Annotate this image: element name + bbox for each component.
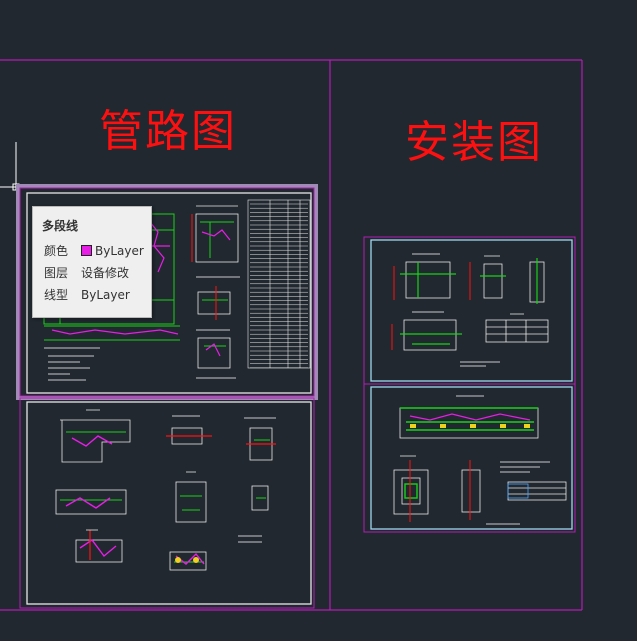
tooltip-row-linetype: 线型 ByLayer xyxy=(44,286,130,303)
sheet-installation-bottom[interactable] xyxy=(363,383,576,533)
object-properties-tooltip: 多段线 颜色 ByLayer 图层设备修改 线型 ByLayer xyxy=(32,206,152,318)
tooltip-layer-value: 设备修改 xyxy=(81,266,130,280)
tooltip-color-label: 颜色 xyxy=(44,244,69,258)
title-installation-diagram: 安装图 xyxy=(405,117,543,168)
tooltip-row-layer: 图层设备修改 xyxy=(44,264,129,281)
title-pipeline-diagram: 管路图 xyxy=(99,106,237,157)
tooltip-linetype-value: ByLayer xyxy=(81,288,130,302)
sheet-pipeline-bottom[interactable] xyxy=(19,397,315,609)
tooltip-linetype-label: 线型 xyxy=(44,288,69,302)
tooltip-object-type: 多段线 xyxy=(42,219,79,233)
color-swatch-icon xyxy=(81,245,92,256)
tooltip-layer-label: 图层 xyxy=(44,266,69,280)
tooltip-color-value: ByLayer xyxy=(95,244,144,258)
sheet-installation-top[interactable] xyxy=(363,236,576,385)
crosshair-cursor xyxy=(0,142,66,191)
material-table-rows xyxy=(250,203,308,369)
tooltip-row-color: 颜色 ByLayer xyxy=(44,242,144,259)
